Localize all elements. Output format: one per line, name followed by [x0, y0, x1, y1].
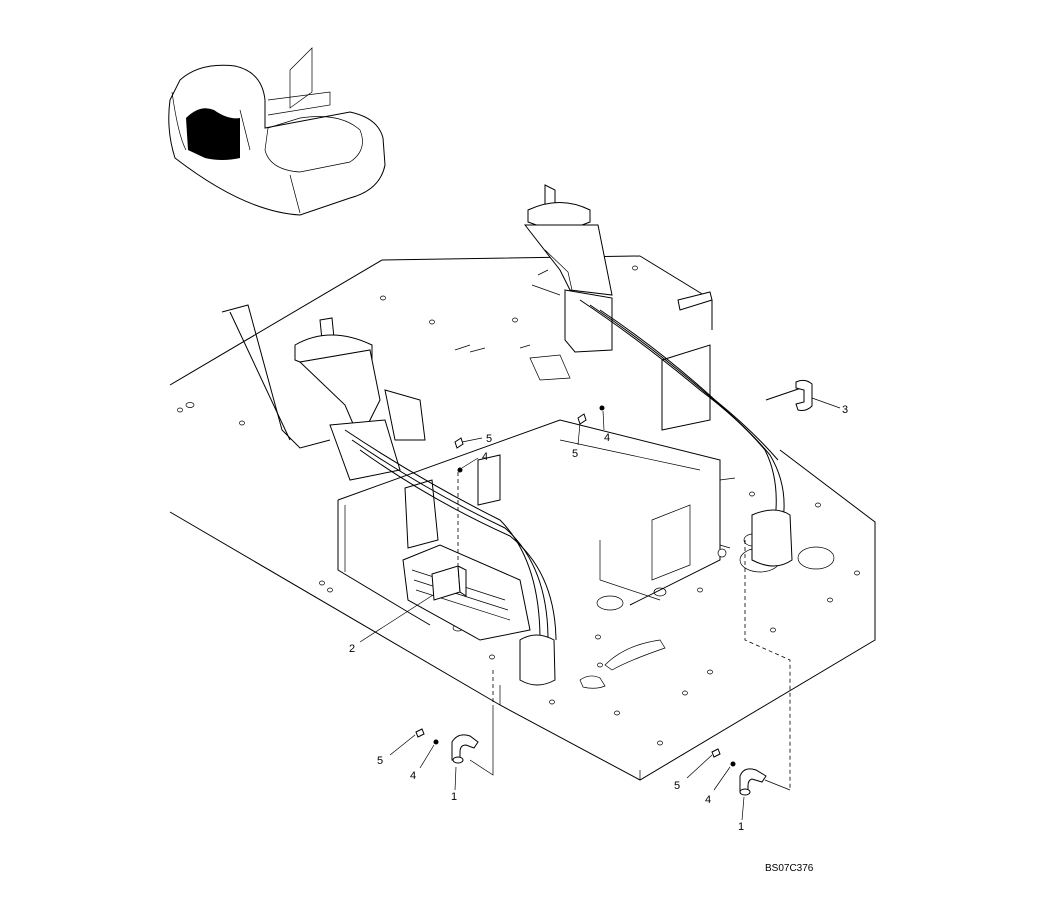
hardware-group-lower-right	[711, 748, 767, 796]
left-control-stand	[221, 304, 557, 686]
right-control-stand	[523, 184, 793, 567]
callout-5-lower-left: 5	[377, 755, 383, 767]
callout-4-lower-left: 4	[410, 770, 416, 782]
hardware-group-center	[454, 405, 605, 473]
callout-4-lower-right: 4	[705, 794, 711, 806]
console-box	[337, 419, 736, 626]
callout-5-center-left: 5	[486, 433, 492, 445]
hardware-group-lower-left	[415, 728, 479, 764]
seat-locator-inset	[168, 47, 386, 216]
callout-4-center-right: 4	[604, 432, 610, 444]
callout-2: 2	[349, 643, 355, 655]
leader-lines	[359, 397, 841, 821]
reference-code: BS07C376	[765, 863, 814, 874]
callout-5-lower-right: 5	[674, 780, 680, 792]
pipe-clamp-3	[795, 379, 813, 411]
callout-1-left: 1	[451, 791, 457, 803]
callout-5-center-right: 5	[572, 448, 578, 460]
bracket-2	[431, 565, 467, 601]
callout-1-right: 1	[738, 821, 744, 833]
callout-4-center-left: 4	[482, 451, 488, 463]
callout-3: 3	[842, 404, 848, 416]
assembly-lines	[457, 472, 791, 791]
